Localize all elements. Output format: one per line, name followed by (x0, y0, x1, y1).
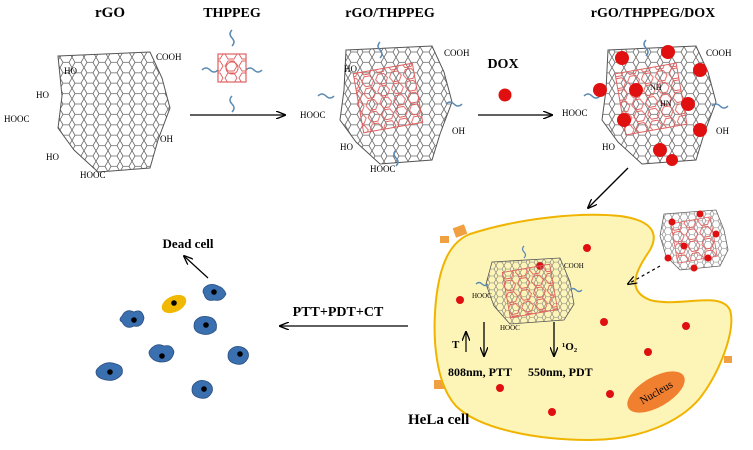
dead-cell-label: Dead cell (163, 236, 214, 251)
inner-cooh-label: COOH (564, 262, 584, 270)
dox-dot (615, 51, 629, 65)
dox-dot (498, 88, 512, 102)
pdt-label: 550nm, PDT (528, 365, 593, 379)
hela-cell-label: HeLa cell (408, 412, 469, 428)
complex-cooh-label: COOH (444, 48, 470, 58)
internalized-complex: COOH HOOC HOOC (472, 245, 584, 332)
dox-complex-cooh-label: COOH (706, 48, 732, 58)
dox-dot (696, 210, 704, 218)
cell-blob (119, 310, 145, 328)
dox-dot (629, 83, 643, 97)
complex-hooc-label-1: HOOC (300, 110, 326, 120)
arrow-uptake (628, 265, 661, 284)
complex-hooc-label-2: HOOC (370, 164, 396, 174)
dox-complex-nh-label: NH (650, 83, 662, 92)
dox-dot (456, 296, 464, 304)
receptor (440, 236, 449, 243)
dox-dot (617, 113, 631, 127)
dox-dot (496, 384, 504, 392)
dox-dot (653, 143, 667, 157)
rgo-ho-label-3: HO (46, 152, 59, 162)
treatment-label: PTT+PDT+CT (293, 305, 384, 320)
dox-dot (712, 230, 720, 238)
receptor (434, 380, 446, 389)
rgo-sheet: COOH HO HO HOOC OH HO HOOC (4, 51, 182, 180)
dead-cells (95, 284, 249, 399)
rgo-hooc-label-1: HOOC (4, 114, 30, 124)
dox-complex-hn-label: HN (660, 99, 672, 108)
dox-dot (693, 63, 707, 77)
dox-complex-hooc-label: HOOC (562, 108, 588, 118)
rgo-cooh-label: COOH (156, 52, 182, 62)
dox-dot (583, 244, 591, 252)
title-rgo-thppeg: rGO/THPPEG (345, 6, 435, 21)
dox-dot (664, 254, 672, 262)
dox-dot (690, 264, 698, 272)
dox-dot (606, 390, 614, 398)
title-rgo: rGO (95, 5, 125, 21)
receptor (724, 356, 732, 363)
rgo-ho-label-2: HO (36, 90, 49, 100)
arrow-dead-cell (184, 256, 209, 279)
temp-label: T (452, 339, 460, 351)
complex-oh-label: OH (452, 126, 465, 136)
dox-dot (693, 123, 707, 137)
dox-dot (682, 322, 690, 330)
rgo-thppeg-complex: COOH HO HOOC OH HO HOOC (300, 41, 470, 174)
title-thppeg: THPPEG (203, 6, 261, 21)
inner-hooc-label-2: HOOC (500, 324, 520, 332)
dox-dot (680, 242, 688, 250)
thppeg-molecule (201, 29, 263, 113)
oxygen-label: ¹O₂ (562, 341, 578, 353)
complex-ho-label: HO (344, 64, 357, 74)
cell-blob (193, 316, 217, 335)
dox-dot (681, 97, 695, 111)
dox-dot (593, 83, 607, 97)
rgo-ho-label-1: HO (64, 66, 77, 76)
approaching-complex (659, 209, 729, 272)
inner-hooc-label: HOOC (472, 292, 492, 300)
dox-dot (668, 218, 676, 226)
rgo-thppeg-dox-complex: COOH HOOC OH HO NH HN (562, 39, 732, 166)
dox-label: DOX (487, 57, 518, 72)
ptt-label: 808nm, PTT (448, 365, 512, 379)
dox-complex-oh-label: OH (716, 126, 729, 136)
dead-cell-yellow (161, 294, 187, 314)
hela-cell: Nucleus COOH HOOC HOOC T ¹O₂ 808nm, PTT … (433, 213, 733, 442)
dox-dot (548, 408, 556, 416)
arrow-to-cell (588, 167, 629, 208)
receptor (452, 224, 468, 238)
cell-blob (227, 346, 249, 365)
cell-blob (148, 344, 175, 363)
nucleus (627, 371, 685, 413)
dox-complex-ho-label: HO (602, 142, 615, 152)
dox-dot (661, 45, 675, 59)
title-rgo-thppeg-dox: rGO/THPPEG/DOX (591, 6, 715, 21)
dox-dot (600, 318, 608, 326)
dox-dot (666, 154, 678, 166)
cell-blob (191, 380, 213, 399)
rgo-hooc-label-2: HOOC (80, 170, 106, 180)
cell-blob (95, 362, 123, 381)
dox-dot (704, 254, 712, 262)
cell-blob (202, 284, 227, 301)
dox-dot (644, 348, 652, 356)
rgo-oh-label: OH (160, 134, 173, 144)
complex-ho-label-2: HO (340, 142, 353, 152)
